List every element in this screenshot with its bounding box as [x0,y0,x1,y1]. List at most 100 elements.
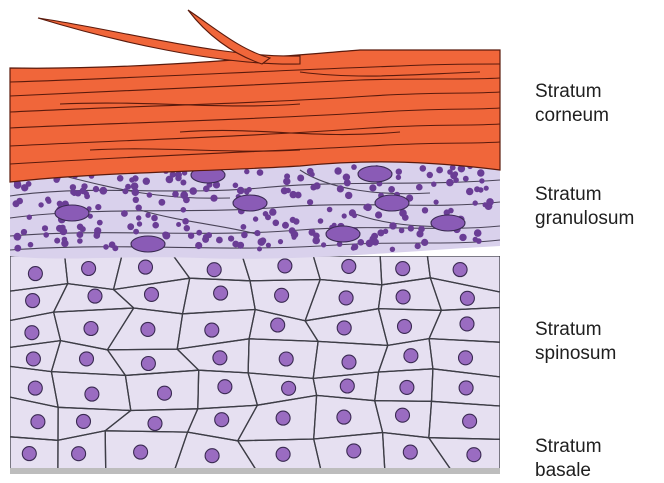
granule [254,230,260,236]
cell-nucleus [84,322,98,336]
label-line: Stratum [535,183,664,207]
cell-nucleus [31,415,45,429]
granule [459,234,466,241]
granule [479,178,484,183]
granule [152,222,159,229]
cell-nucleus [88,289,102,303]
stratum-corneum-layer [10,10,500,182]
granule [189,187,197,195]
granule [266,243,271,248]
granule [170,172,176,178]
granule [147,192,153,198]
cell-nucleus [148,417,162,431]
cell-nucleus [271,318,285,332]
cell-nucleus [337,410,351,424]
granule [237,187,245,195]
granule [282,222,289,229]
cell-nucleus [400,380,414,394]
granule [121,210,128,217]
granulosum-nucleus [358,166,392,182]
granule [103,244,109,250]
cell-nucleus [205,449,219,463]
granule [297,175,304,182]
granule [345,192,352,199]
cell-nucleus [339,291,353,305]
granulosum-nucleus [326,226,360,242]
granule [396,169,402,175]
granule [77,238,83,244]
granule [290,217,296,223]
granule [80,226,86,232]
cell-nucleus [459,351,473,365]
granule [337,185,344,192]
granule [399,228,405,234]
granule [263,211,269,217]
cell-nucleus [463,414,477,428]
granule [27,215,32,220]
granule [117,175,124,182]
granule [125,184,131,190]
granule [476,238,482,244]
granule [416,184,423,191]
granule [436,167,443,174]
granule [383,229,388,234]
granule [343,174,350,181]
cell-nucleus [460,317,474,331]
granule [84,193,90,199]
granule [431,182,436,187]
cell-nucleus [85,387,99,401]
granulosum-nucleus [375,195,409,211]
granule [38,202,43,207]
granule [244,169,249,174]
granule [408,225,414,231]
granule [228,236,234,242]
cell-nucleus [207,263,221,277]
granule [422,207,428,213]
granule [137,221,142,226]
granule [273,220,280,227]
granule [133,197,139,203]
cell-nucleus [453,263,467,277]
cell-nucleus [276,447,290,461]
granule [151,215,158,222]
granule [258,238,266,246]
label-line: granulosum [535,207,664,231]
granule [136,205,142,211]
granule [132,188,140,196]
granule [196,230,202,236]
stratum-spinosum-basale-layer [10,256,500,474]
granule [184,225,190,231]
cell-nucleus [28,267,42,281]
cell-nucleus [218,380,232,394]
cell-nucleus [396,408,410,422]
granule [247,187,252,192]
granule [163,232,171,240]
granule [182,218,189,225]
granule [21,230,26,235]
granule [42,225,48,231]
cell-nucleus [340,379,354,393]
granule [77,231,84,238]
cell-nucleus [396,262,410,276]
granule [136,215,141,220]
granule [420,165,427,172]
granule [241,232,248,239]
corneum-background [10,50,500,182]
granule [233,183,239,189]
label-stratum-basale: Stratum basale [535,435,664,483]
cell-nucleus [396,290,410,304]
cell-nucleus [460,291,474,305]
granulosum-nucleus [233,195,267,211]
granule [321,242,326,247]
cell-nucleus [134,445,148,459]
cell-nucleus [347,444,361,458]
granule [56,225,63,232]
granule [241,224,247,230]
granule [95,204,101,210]
granule [283,178,290,185]
granule [172,191,179,198]
granule [16,198,23,205]
granule [28,242,34,248]
cell-nucleus [342,355,356,369]
